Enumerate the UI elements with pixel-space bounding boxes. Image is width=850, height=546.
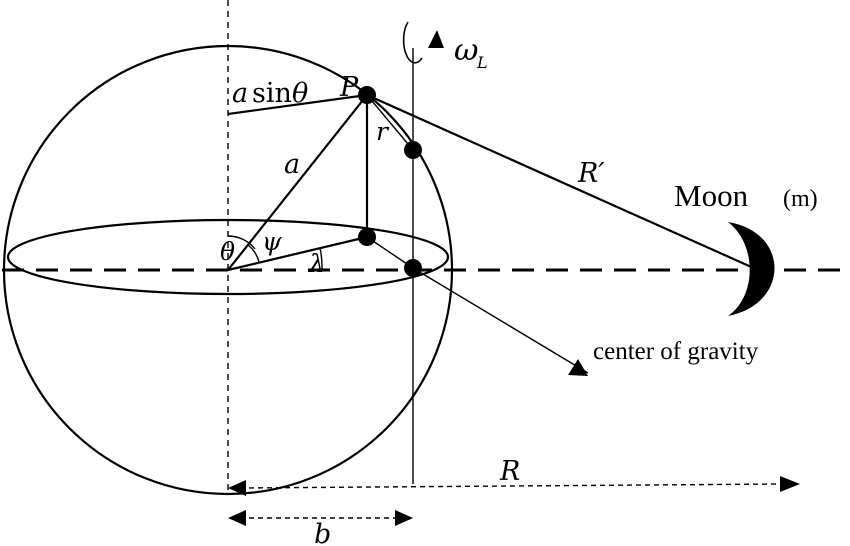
label-a: a [284,149,300,180]
label-a-sin-theta-a: a [232,78,248,109]
label-point-p: P [339,72,359,103]
label-a-sin-theta-sin: sin [252,78,292,109]
label-a-sin-theta-theta: θ [292,78,308,109]
projection-to-barycenter-line [366,236,414,269]
rotation-arrowhead-icon [428,30,444,48]
lambda-arc [319,247,323,271]
r-dimension-line [239,483,783,489]
a-sin-theta-line [227,93,368,116]
moon-crescent-icon [728,222,775,316]
label-big-r: R [499,456,520,487]
lambda-line [227,235,368,272]
projection-point-dot [358,228,376,246]
label-b: b [314,519,331,546]
rotation-arrow-icon [402,21,423,64]
psi-arc [247,244,260,263]
b-dimension-left-arrowhead-icon [228,510,246,526]
theta-arc [227,235,256,250]
label-moon: Moon [674,178,749,213]
barycenter-dot [404,259,422,277]
point-r-dot [404,141,422,159]
label-moon-mass: (m) [783,186,818,212]
label-center-of-gravity: center of gravity [593,338,759,365]
b-dimension-right-arrowhead-icon [395,510,413,526]
label-lambda: λ [308,249,325,278]
center-of-gravity-arrowhead-icon [568,359,588,376]
r-line [366,94,414,151]
point-p-dot [358,86,376,104]
label-r: r [376,117,390,146]
label-omega: ω [454,33,478,68]
label-r-prime: R′ [577,158,604,189]
r-dimension-left-arrowhead-icon [228,480,246,496]
r-prime-line [366,93,759,272]
radius-a-line [227,94,368,271]
label-theta: θ [220,237,235,266]
center-of-gravity-pointer [412,267,589,374]
label-omega-subscript: L [476,53,488,72]
label-psi: ψ [262,227,282,256]
r-dimension-right-arrowhead-icon [780,476,800,492]
